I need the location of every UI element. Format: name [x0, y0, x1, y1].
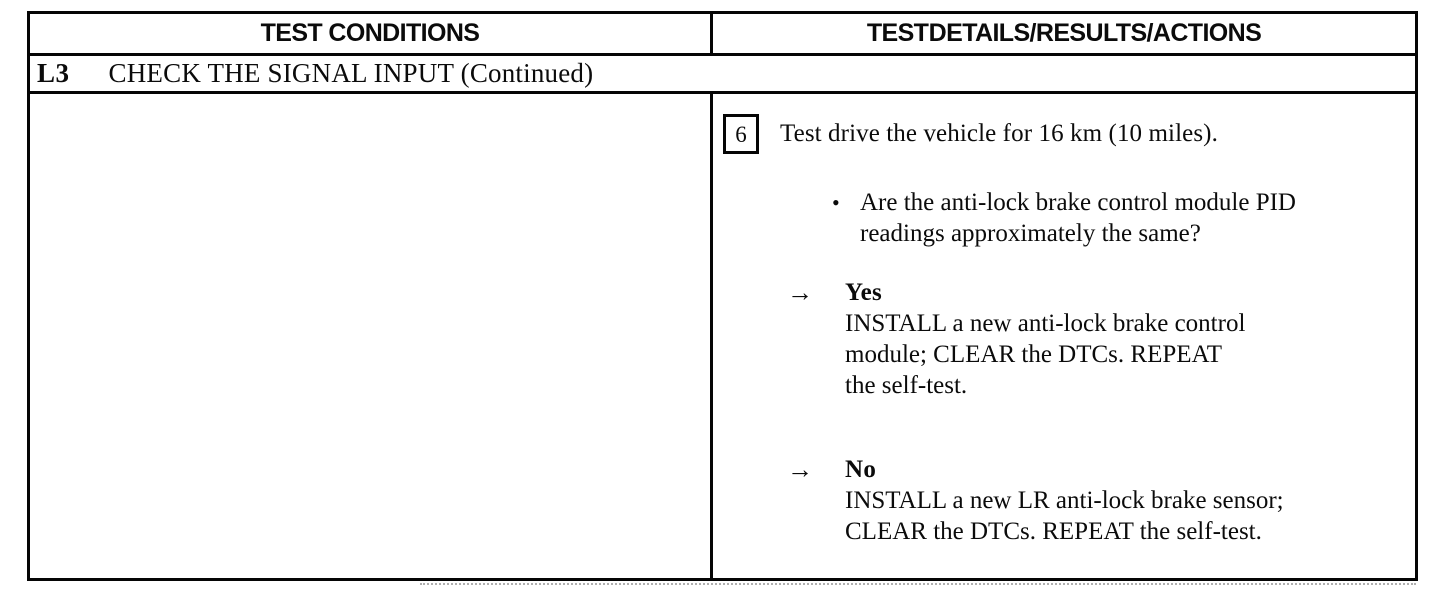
section-row: L3 CHECK THE SIGNAL INPUT (Continued) [30, 56, 1415, 94]
header-cell-test-details: TEST DETAILS/RESULTS/ACTIONS [713, 14, 1415, 53]
step-item: 6 Test drive the vehicle for 16 km (10 m… [713, 114, 1415, 154]
step-number-box: 6 [723, 114, 759, 154]
result-label-yes: Yes [845, 279, 883, 306]
arrow-right-icon: → [787, 278, 813, 307]
header-label-test-conditions: TEST CONDITIONS [260, 19, 480, 47]
question-text: Are the anti-lock brake control module P… [860, 189, 1296, 247]
section-id: L3 [37, 58, 70, 88]
test-details-cell: 6 Test drive the vehicle for 16 km (10 m… [713, 94, 1415, 578]
result-content-no: No INSTALL a new LR anti-lock brake sens… [845, 454, 1284, 547]
result-action-no: INSTALL a new LR anti-lock brake sensor;… [845, 487, 1284, 545]
question-item: • Are the anti-lock brake control module… [713, 187, 1415, 249]
result-label-no: No [845, 456, 877, 483]
step-number: 6 [735, 121, 747, 147]
header-label-test-details: TEST DETAILS/RESULTS/ACTIONS [866, 19, 1262, 47]
step-instruction: Test drive the vehicle for 16 km (10 mil… [780, 120, 1218, 147]
header-cell-test-conditions: TEST CONDITIONS [30, 14, 713, 53]
section-title: CHECK THE SIGNAL INPUT (Continued) [108, 58, 594, 88]
result-branch-no: → No INSTALL a new LR anti-lock brake se… [713, 454, 1415, 547]
table-header-row: TEST CONDITIONS TEST DETAILS/RESULTS/ACT… [30, 14, 1415, 56]
result-action-yes: INSTALL a new anti-lock brake control mo… [845, 310, 1246, 399]
table-body-row: 6 Test drive the vehicle for 16 km (10 m… [30, 94, 1415, 578]
scan-noise-line [420, 583, 1416, 585]
bullet-icon: • [832, 190, 840, 215]
test-conditions-cell-empty [30, 94, 713, 578]
diagnostic-table: TEST CONDITIONS TEST DETAILS/RESULTS/ACT… [27, 11, 1418, 581]
result-content-yes: Yes INSTALL a new anti-lock brake contro… [845, 277, 1245, 401]
result-branch-yes: → Yes INSTALL a new anti-lock brake cont… [713, 277, 1415, 401]
arrow-right-icon: → [787, 455, 813, 484]
